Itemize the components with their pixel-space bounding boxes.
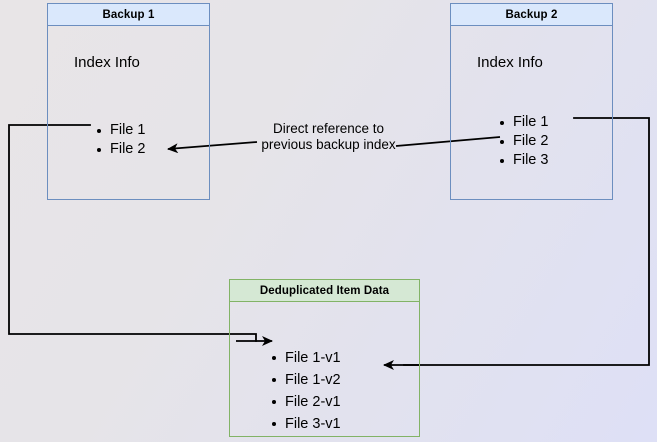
list-item: File 2 [498,132,548,151]
direct-reference-annotation: Direct reference to previous backup inde… [252,121,405,153]
backup-1-box[interactable]: Backup 1 Index Info File 1 File 2 [47,3,210,200]
backup-2-header: Backup 2 [451,4,612,26]
backup-2-subtitle: Index Info [477,54,543,71]
list-item: File 3-v1 [270,413,341,435]
annotation-line-1: Direct reference to [272,121,385,136]
deduplicated-item-data-box[interactable]: Deduplicated Item Data File 1-v1 File 1-… [229,279,420,437]
backup-1-header: Backup 1 [48,4,209,26]
backup-1-subtitle: Index Info [74,54,140,71]
list-item: File 2-v1 [270,391,341,413]
list-item: File 1-v1 [270,347,341,369]
list-item: File 1 [95,121,145,140]
list-item: File 1-v2 [270,369,341,391]
backup-2-file-list: File 1 File 2 File 3 [498,113,548,170]
backup-2-body: Index Info File 1 File 2 File 3 [451,26,612,199]
deduplicated-file-list: File 1-v1 File 1-v2 File 2-v1 File 3-v1 [270,347,341,435]
backup-2-box[interactable]: Backup 2 Index Info File 1 File 2 File 3 [450,3,613,200]
list-item: File 3 [498,151,548,170]
annotation-line-2: previous backup index [261,137,396,152]
list-item: File 1 [498,113,548,132]
backup-1-file-list: File 1 File 2 [95,121,145,159]
deduplicated-item-data-body: File 1-v1 File 1-v2 File 2-v1 File 3-v1 [230,302,419,436]
list-item: File 2 [95,140,145,159]
deduplicated-item-data-header: Deduplicated Item Data [230,280,419,302]
backup-1-body: Index Info File 1 File 2 [48,26,209,199]
